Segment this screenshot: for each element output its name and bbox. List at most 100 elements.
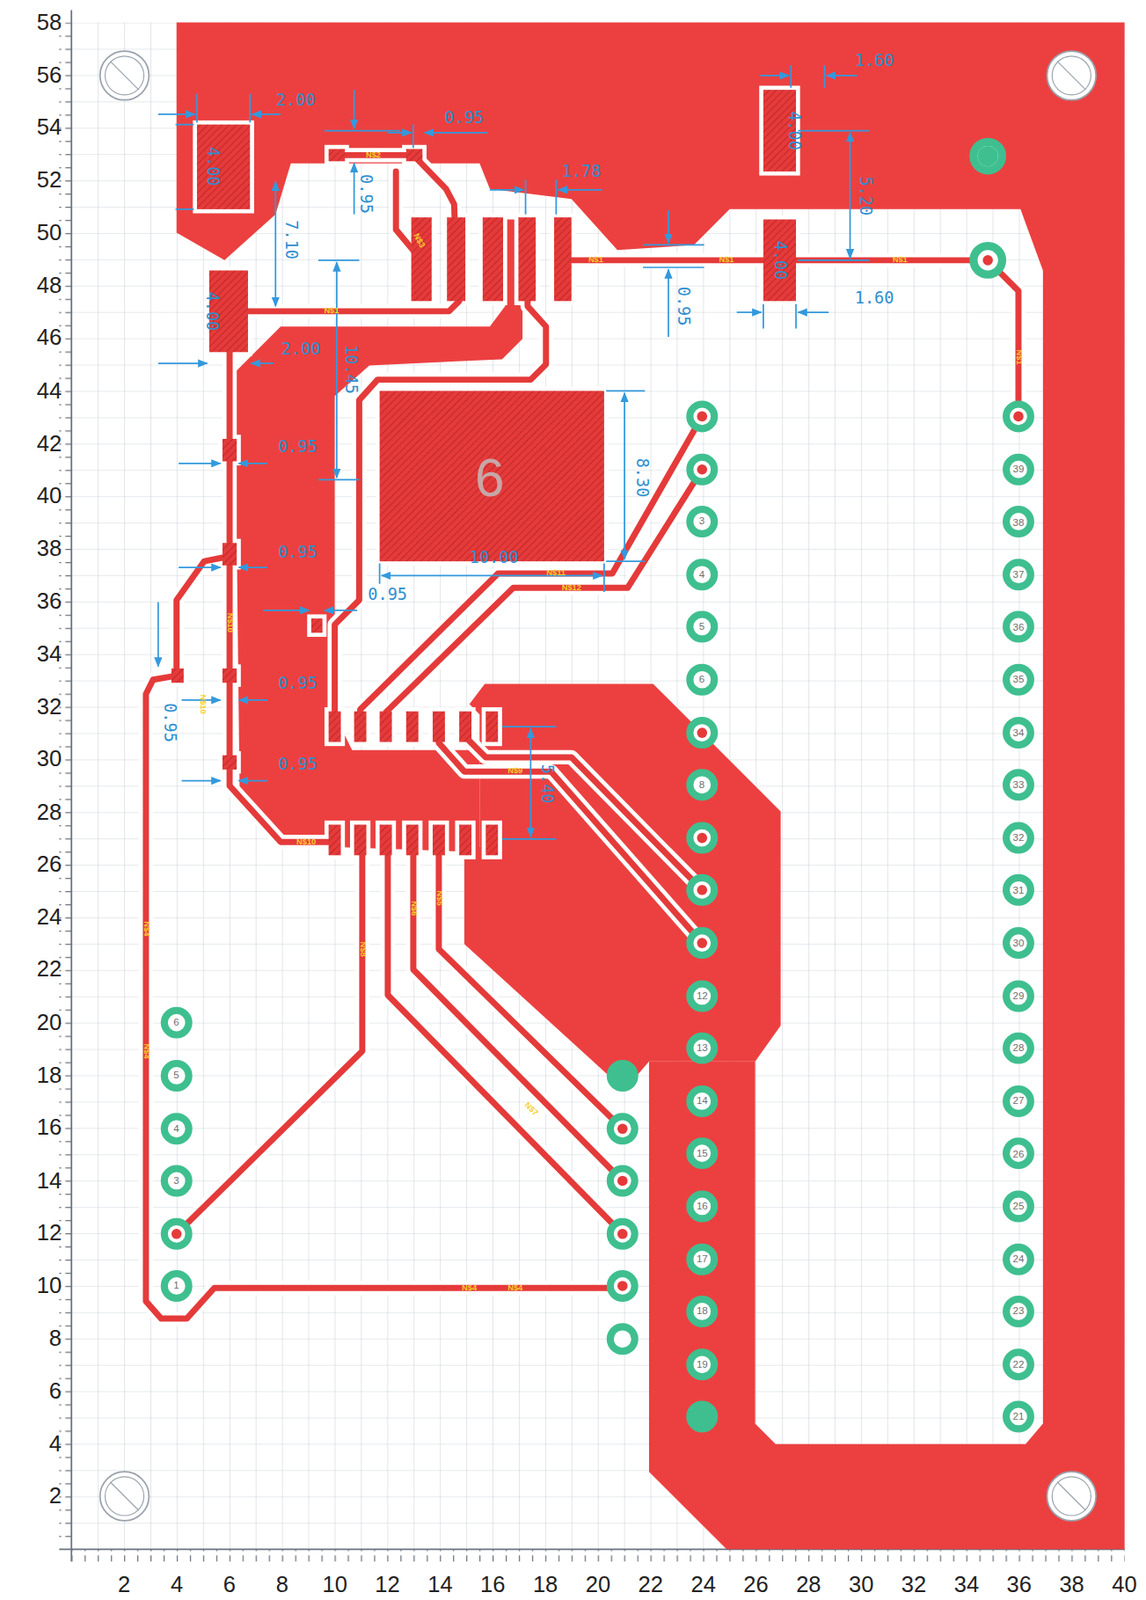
pin-pad <box>610 1221 636 1247</box>
mounting-holes <box>100 51 1096 1521</box>
axis-value: 50 <box>36 221 62 245</box>
net-name: N$9 <box>507 767 523 776</box>
trace-end <box>696 832 708 844</box>
pin-number: 24 <box>1013 1254 1025 1265</box>
pin-pad <box>610 1168 636 1194</box>
axis-value: 20 <box>36 1011 62 1035</box>
dimension-arrow <box>737 311 762 314</box>
pin-pad <box>689 772 715 797</box>
axis-value: 22 <box>638 1573 664 1597</box>
pin-number: 8 <box>699 779 705 790</box>
pin-number: 33 <box>1013 780 1025 791</box>
dimension-value: 0.95 <box>277 756 318 774</box>
pin-pad <box>689 1404 715 1430</box>
dimension-lines <box>158 65 870 839</box>
net-name: N$3 <box>410 232 425 249</box>
axis-value: 10 <box>36 1274 62 1298</box>
pin-pad <box>1006 1247 1031 1272</box>
dimension-extension <box>790 65 825 88</box>
pin-pad <box>689 877 715 903</box>
dimension-value: 5.20 <box>856 175 874 216</box>
axis-value: 12 <box>36 1221 62 1245</box>
pin-pad <box>689 1351 715 1377</box>
pin-pad <box>1006 403 1031 429</box>
dimension-arrow <box>157 602 160 667</box>
dimension-value: 1.60 <box>854 290 895 307</box>
axis-ticks <box>58 22 72 1550</box>
pin-number: 27 <box>1013 1095 1025 1107</box>
dimension-arrow <box>158 362 208 365</box>
dimension-value: 0.95 <box>277 438 318 456</box>
pin-pad <box>1006 1088 1031 1114</box>
axis-value: 2 <box>117 1573 131 1597</box>
axis-value: 14 <box>36 1168 62 1192</box>
pin-pad <box>973 246 1002 275</box>
dimension-arrow <box>335 262 338 478</box>
axis-value: 24 <box>690 1573 716 1597</box>
pin-pad <box>689 930 715 956</box>
mounting-hole <box>109 1481 139 1511</box>
smd-pad <box>171 89 796 855</box>
pin-pad <box>973 141 1002 170</box>
dimension-value: 4.00 <box>204 146 221 187</box>
pin-pad <box>689 984 715 1009</box>
pin-number: 34 <box>1013 727 1025 738</box>
pin-pad <box>164 1116 190 1141</box>
pin-pad <box>1006 984 1031 1009</box>
axis-value: 28 <box>36 800 62 824</box>
pin-pad <box>164 1273 190 1299</box>
axis-value: 18 <box>36 1064 62 1088</box>
pin-number: 39 <box>1013 464 1025 475</box>
axis-value: 18 <box>532 1573 558 1597</box>
trace-end <box>617 1280 628 1292</box>
dimension-extension <box>642 244 705 268</box>
trace-end <box>696 884 708 896</box>
pin-pad <box>1006 1299 1031 1324</box>
net-name: N$4 <box>461 1284 477 1292</box>
axis-value: 10 <box>322 1573 348 1597</box>
dimension-arrow <box>262 609 309 612</box>
axis-value: 4 <box>170 1573 183 1597</box>
dimension-arrow <box>239 699 268 701</box>
net-name: N$4 <box>141 920 150 936</box>
net-name: N$11 <box>546 569 566 577</box>
pin-pad <box>1006 613 1031 639</box>
axis-value: 16 <box>36 1116 62 1140</box>
axis-value: 42 <box>36 432 62 456</box>
pin-pad <box>1006 1036 1031 1061</box>
pin-number: 36 <box>1013 621 1025 633</box>
net-name: N$10 <box>296 838 316 847</box>
pin-number: 26 <box>1013 1148 1025 1160</box>
pin-number: 17 <box>696 1254 709 1265</box>
axis-value: 2 <box>49 1484 62 1508</box>
pin-pad <box>689 825 715 851</box>
pin-pad <box>689 1140 715 1166</box>
pin-number: 5 <box>173 1070 179 1081</box>
mounting-hole <box>1057 61 1086 90</box>
pin-pad <box>1006 825 1031 851</box>
pin-number: 6 <box>173 1017 179 1029</box>
pin-pad <box>610 1116 636 1141</box>
pin-pad <box>689 403 715 429</box>
dimension-arrow <box>759 74 789 77</box>
dimension-arrow <box>252 113 281 116</box>
net-name: N$1 <box>1014 350 1022 365</box>
dimension-extension <box>763 304 796 329</box>
mounting-hole <box>109 61 139 90</box>
net-name: N$1 <box>588 255 604 264</box>
pin-pad <box>1006 1351 1031 1377</box>
pin-center <box>692 1406 713 1427</box>
copper-pour <box>176 22 1125 1550</box>
dimension-extension <box>175 124 195 210</box>
axis-value: 48 <box>36 274 62 298</box>
dimension-arrow <box>558 189 603 191</box>
pin-pad <box>689 562 715 587</box>
axis-value: 14 <box>427 1573 453 1597</box>
axis-value: 52 <box>36 168 62 192</box>
axis-value: 12 <box>374 1573 400 1597</box>
pin-number: 13 <box>696 1043 709 1054</box>
pin-number: 14 <box>696 1095 709 1107</box>
pin-number: 28 <box>1013 1043 1025 1054</box>
pin-pad <box>689 720 715 745</box>
dimension-extension <box>197 94 250 123</box>
